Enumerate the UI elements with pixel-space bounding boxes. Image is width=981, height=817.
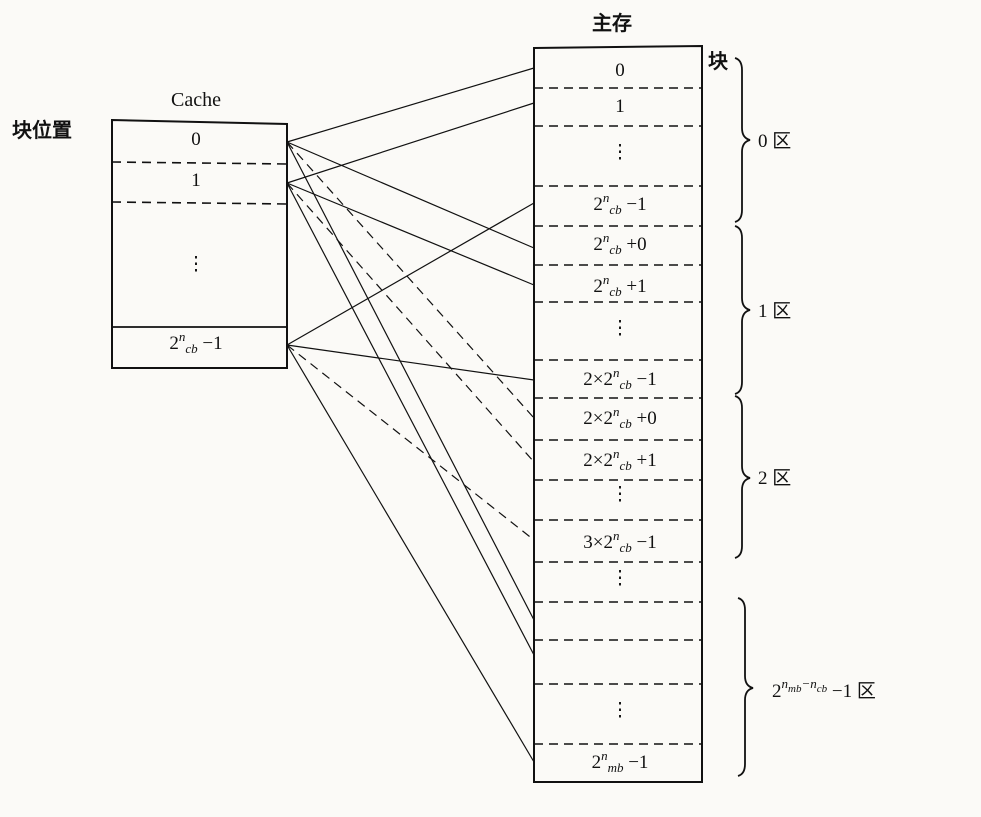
memory-row-label: ⋮ <box>611 568 630 589</box>
zone-label: 2 区 <box>758 468 791 489</box>
cache-row-label: 1 <box>191 170 201 191</box>
map-line <box>286 344 535 381</box>
map-line <box>286 141 535 621</box>
zone-braces: 0 区 1 区 2 区 2nmb−ncb −1 区 <box>734 57 876 777</box>
cache-block: 0 1 ⋮ 2ncb −1 <box>111 118 288 369</box>
map-line <box>286 67 535 143</box>
zone-label: 1 区 <box>758 301 791 322</box>
main-memory-block: 0 1 ⋮ 2ncb −1 2ncb +0 2ncb +1 ⋮ 2×2ncb −1 2×2ncb… <box>533 44 703 783</box>
memory-row-label: 1 <box>615 96 625 117</box>
map-line <box>286 182 535 656</box>
memory-row-label: 2ncb −1 <box>593 190 646 217</box>
map-line <box>286 344 535 541</box>
block-position-label: 块位置 <box>12 118 72 142</box>
memory-row-label: 2×2ncb −1 <box>583 365 656 392</box>
map-line <box>286 141 535 249</box>
block-label: 块 <box>708 49 729 73</box>
zone-brace <box>734 225 751 395</box>
zone-label: 2nmb−ncb −1 区 <box>772 676 876 702</box>
map-line <box>286 344 535 763</box>
cache-title: Cache <box>171 89 221 111</box>
memory-row-label: 2nmb −1 <box>592 748 649 775</box>
memory-row-label: 2ncb +1 <box>593 272 646 299</box>
memory-row-label: 2ncb +0 <box>593 230 646 257</box>
map-line <box>286 202 535 346</box>
map-line <box>286 102 535 184</box>
zone-brace <box>734 395 751 559</box>
map-line <box>286 182 535 463</box>
memory-row-label: ⋮ <box>611 484 630 505</box>
memory-row-label: 3×2ncb −1 <box>583 528 656 555</box>
map-line <box>286 141 535 419</box>
mapping-lines <box>286 67 535 763</box>
cache-row-label: ⋮ <box>187 254 206 275</box>
memory-row-label: 0 <box>615 60 625 81</box>
memory-row-label: ⋮ <box>611 142 630 163</box>
zone-brace <box>737 597 754 777</box>
map-line <box>286 182 535 286</box>
memory-row-label: 2×2ncb +1 <box>583 446 656 473</box>
main-memory-title: 主存 <box>592 11 632 35</box>
memory-row-label: ⋮ <box>611 700 630 721</box>
cache-row-label: 0 <box>191 129 201 150</box>
zone-brace <box>734 57 751 223</box>
zone-label: 0 区 <box>758 131 791 152</box>
cache-row-label: 2ncb −1 <box>169 329 222 356</box>
memory-row-label: ⋮ <box>611 318 630 339</box>
memory-row-label: 2×2ncb +0 <box>583 404 656 431</box>
